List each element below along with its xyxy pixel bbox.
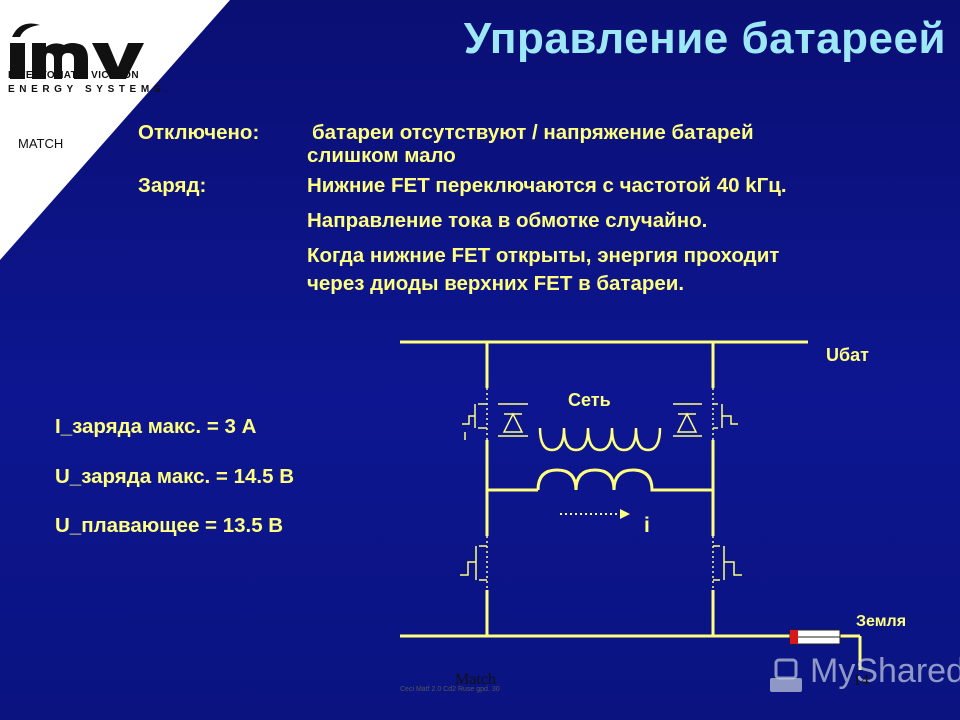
state-off-line-1: батареи отсутствуют / напряжение батарей — [312, 121, 754, 144]
mains-label: Сеть — [568, 390, 611, 410]
state-charge-line-4: через диоды верхних FET в батареи. — [307, 272, 685, 295]
spec-float-voltage: U_плавающее = 13.5 B — [55, 514, 284, 537]
brand-line-2: ENERGY SYSTEMS. — [8, 84, 173, 95]
footer-title: Match — [455, 671, 496, 688]
corner-label: MATCH — [18, 136, 64, 151]
state-charge-line-1: Нижние FET переключаются с частотой 40 k… — [307, 174, 787, 197]
fuse-icon — [789, 629, 841, 645]
spec-charge-current: I_заряда макс. = 3 A — [55, 415, 257, 438]
state-charge-line-2: Направление тока в обмотке случайно. — [307, 209, 708, 232]
spec-charge-voltage: U_заряда макс. = 14.5 B — [55, 465, 294, 488]
state-charge-label: Заряд: — [138, 174, 207, 197]
brand-line-1: INVERTOMATIC VICTRON — [8, 70, 139, 81]
state-charge-line-3: Когда нижние FET открыты, энергия проход… — [307, 244, 780, 267]
current-label: i — [644, 514, 650, 537]
imv-logo-icon — [10, 23, 144, 79]
page-number: 14 — [853, 672, 869, 689]
page-title: Управление батареей — [463, 14, 946, 63]
footer-filename: Ceci Matf 2.0 Cd2 Ruse gpd. 30 — [400, 686, 500, 693]
watermark-icon — [770, 658, 802, 692]
battery-voltage-label: Uбат — [826, 345, 869, 365]
state-off-line-2: слишком мало — [307, 144, 456, 167]
ground-label: Земля — [856, 613, 907, 630]
state-off-label: Отключено: — [138, 121, 260, 144]
current-arrow-icon — [560, 509, 630, 519]
watermark-text: MyShared — [810, 652, 960, 690]
